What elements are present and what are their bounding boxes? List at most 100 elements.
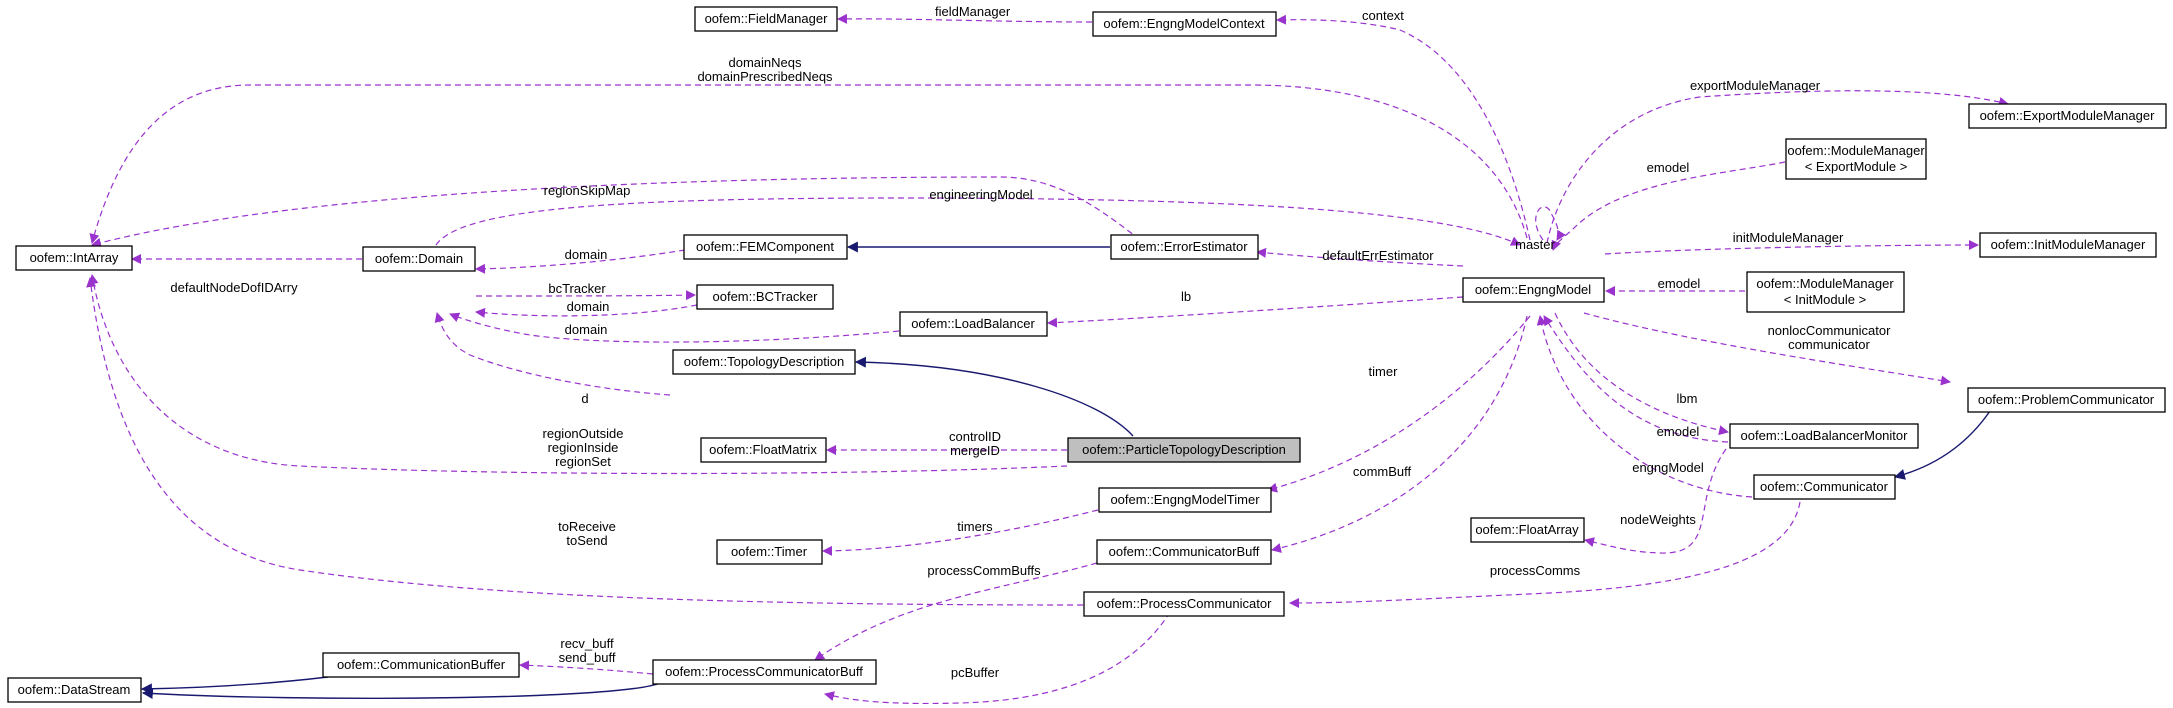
edge-d	[434, 312, 671, 396]
label-regionoutside: regionOutside	[543, 426, 624, 441]
edges	[86, 13, 2009, 705]
edge-domain-fem	[475, 249, 686, 274]
node-domain[interactable]: oofem::Domain	[362, 246, 476, 272]
edge-context	[1276, 14, 1531, 241]
label-context: context	[1362, 8, 1404, 23]
node-loadbalancer-label: oofem::LoadBalancer	[911, 316, 1035, 331]
node-communicatorbuff[interactable]: oofem::CommunicatorBuff	[1096, 539, 1272, 565]
label-d: d	[581, 391, 588, 406]
edge-initmodulemanager	[1604, 240, 1979, 255]
node-intarray-label: oofem::IntArray	[30, 250, 119, 265]
node-fieldmanager-label: oofem::FieldManager	[705, 11, 829, 26]
node-topologydescription[interactable]: oofem::TopologyDescription	[672, 349, 856, 375]
edge-regionskipmap	[91, 176, 1141, 248]
label-emodel-init: emodel	[1658, 276, 1701, 291]
edge-nodeweights	[1584, 448, 1727, 554]
node-timer-label: oofem::Timer	[731, 544, 808, 559]
node-errorestimator-label: oofem::ErrorEstimator	[1120, 239, 1248, 254]
node-processcommunicator-label: oofem::ProcessCommunicator	[1097, 596, 1273, 611]
label-defaulterrestimator: defaultErrEstimator	[1322, 248, 1434, 263]
edge-processcomms	[1289, 501, 1801, 608]
node-modulemanager-export-label2: < ExportModule >	[1805, 159, 1908, 174]
edge-domain-bc	[475, 304, 698, 318]
node-engngmodel[interactable]: oofem::EngngModel	[1462, 277, 1605, 303]
node-loadbalancer[interactable]: oofem::LoadBalancer	[899, 311, 1048, 337]
node-modulemanager-export-label1: oofem::ModuleManager	[1787, 143, 1925, 158]
label-tosend: toSend	[566, 533, 607, 548]
label-timer: timer	[1369, 364, 1399, 379]
label-regionskipmap: regionSkipMap	[544, 183, 631, 198]
label-emodel-lbm: emodel	[1657, 424, 1700, 439]
node-floatarray[interactable]: oofem::FloatArray	[1470, 517, 1585, 543]
label-mergeid: mergeID	[950, 443, 1000, 458]
node-loadbalancermonitor[interactable]: oofem::LoadBalancerMonitor	[1729, 423, 1919, 449]
nodes: oofem::FieldManager oofem::EngngModelCon…	[7, 6, 2167, 703]
node-exportmodulemanager-label: oofem::ExportModuleManager	[1980, 108, 2156, 123]
node-datastream-label: oofem::DataStream	[18, 682, 131, 697]
node-particletopologydescription[interactable]: oofem::ParticleTopologyDescription	[1067, 437, 1301, 463]
edge-inherit-datastream-a	[140, 676, 329, 695]
label-toreceive: toReceive	[558, 519, 616, 534]
node-processcommunicator[interactable]: oofem::ProcessCommunicator	[1083, 591, 1285, 617]
label-domain-lb: domain	[565, 322, 608, 337]
edge-regionoutside	[88, 274, 1068, 475]
edge-nonloccommunicator	[1583, 312, 1951, 386]
node-timer[interactable]: oofem::Timer	[716, 539, 823, 565]
node-fieldmanager[interactable]: oofem::FieldManager	[694, 6, 838, 32]
node-problemcommunicator[interactable]: oofem::ProblemCommunicator	[1967, 387, 2166, 413]
node-communicatorbuff-label: oofem::CommunicatorBuff	[1109, 544, 1260, 559]
node-topologydescription-label: oofem::TopologyDescription	[684, 354, 844, 369]
node-initmodulemanager[interactable]: oofem::InitModuleManager	[1979, 232, 2157, 258]
label-processcomms: processComms	[1490, 563, 1581, 578]
label-lb: lb	[1181, 289, 1191, 304]
label-regioninside: regionInside	[548, 440, 619, 455]
edge-commbuff	[1271, 315, 1528, 553]
edge-lbm	[1554, 312, 1729, 436]
label-lbm: lbm	[1677, 391, 1698, 406]
label-engineeringmodel: engineeringModel	[929, 187, 1032, 202]
edge-recvbuff	[519, 660, 654, 675]
label-domain-bc: domain	[567, 299, 610, 314]
edge-toreceive	[86, 277, 1084, 606]
node-engngmodelcontext[interactable]: oofem::EngngModelContext	[1092, 11, 1277, 37]
label-controlid: controlID	[949, 429, 1001, 444]
node-particletopologydescription-label: oofem::ParticleTopologyDescription	[1082, 442, 1286, 457]
node-domain-label: oofem::Domain	[375, 251, 463, 266]
label-pcbuffer: pcBuffer	[951, 665, 1000, 680]
edge-timer	[1267, 315, 1531, 493]
label-domainneqs: domainNeqs	[729, 55, 802, 70]
node-femcomponent[interactable]: oofem::FEMComponent	[683, 234, 848, 260]
node-exportmodulemanager[interactable]: oofem::ExportModuleManager	[1968, 103, 2167, 129]
edge-domainneqs	[89, 84, 1528, 244]
label-sendbuff: send_buff	[559, 650, 616, 665]
node-engngmodeltimer[interactable]: oofem::EngngModelTimer	[1098, 487, 1272, 513]
node-floatmatrix-label: oofem::FloatMatrix	[709, 442, 817, 457]
node-communicationbuffer[interactable]: oofem::CommunicationBuffer	[322, 652, 520, 678]
label-fieldmanager: fieldManager	[935, 4, 1011, 19]
node-communicator[interactable]: oofem::Communicator	[1753, 474, 1896, 500]
label-domain-fem: domain	[565, 247, 608, 262]
node-modulemanager-export[interactable]: oofem::ModuleManager < ExportModule >	[1785, 138, 1927, 180]
node-datastream[interactable]: oofem::DataStream	[7, 677, 142, 703]
node-bctracker-label: oofem::BCTracker	[713, 289, 819, 304]
node-femcomponent-label: oofem::FEMComponent	[696, 239, 834, 254]
node-engngmodelcontext-label: oofem::EngngModelContext	[1103, 16, 1265, 31]
label-master: master	[1515, 237, 1555, 252]
edge-labels: fieldManager context domainNeqs domainPr…	[170, 4, 1891, 680]
label-initmodulemanager: initModuleManager	[1733, 230, 1844, 245]
label-timers: timers	[957, 519, 993, 534]
node-bctracker[interactable]: oofem::BCTracker	[696, 284, 834, 310]
label-recvbuff: recv_buff	[560, 636, 614, 651]
node-communicator-label: oofem::Communicator	[1760, 479, 1889, 494]
node-engngmodel-label: oofem::EngngModel	[1475, 282, 1591, 297]
node-communicationbuffer-label: oofem::CommunicationBuffer	[337, 657, 506, 672]
node-processcommunicatorbuff[interactable]: oofem::ProcessCommunicatorBuff	[652, 659, 877, 685]
label-commbuff: commBuff	[1353, 464, 1412, 479]
node-modulemanager-init[interactable]: oofem::ModuleManager < InitModule >	[1746, 271, 1905, 313]
edge-emodel-lbm	[1543, 315, 1729, 443]
node-initmodulemanager-label: oofem::InitModuleManager	[1991, 237, 2146, 252]
node-errorestimator[interactable]: oofem::ErrorEstimator	[1110, 234, 1259, 260]
node-problemcommunicator-label: oofem::ProblemCommunicator	[1978, 392, 2155, 407]
node-intarray[interactable]: oofem::IntArray	[15, 245, 133, 271]
node-floatmatrix[interactable]: oofem::FloatMatrix	[700, 437, 827, 463]
